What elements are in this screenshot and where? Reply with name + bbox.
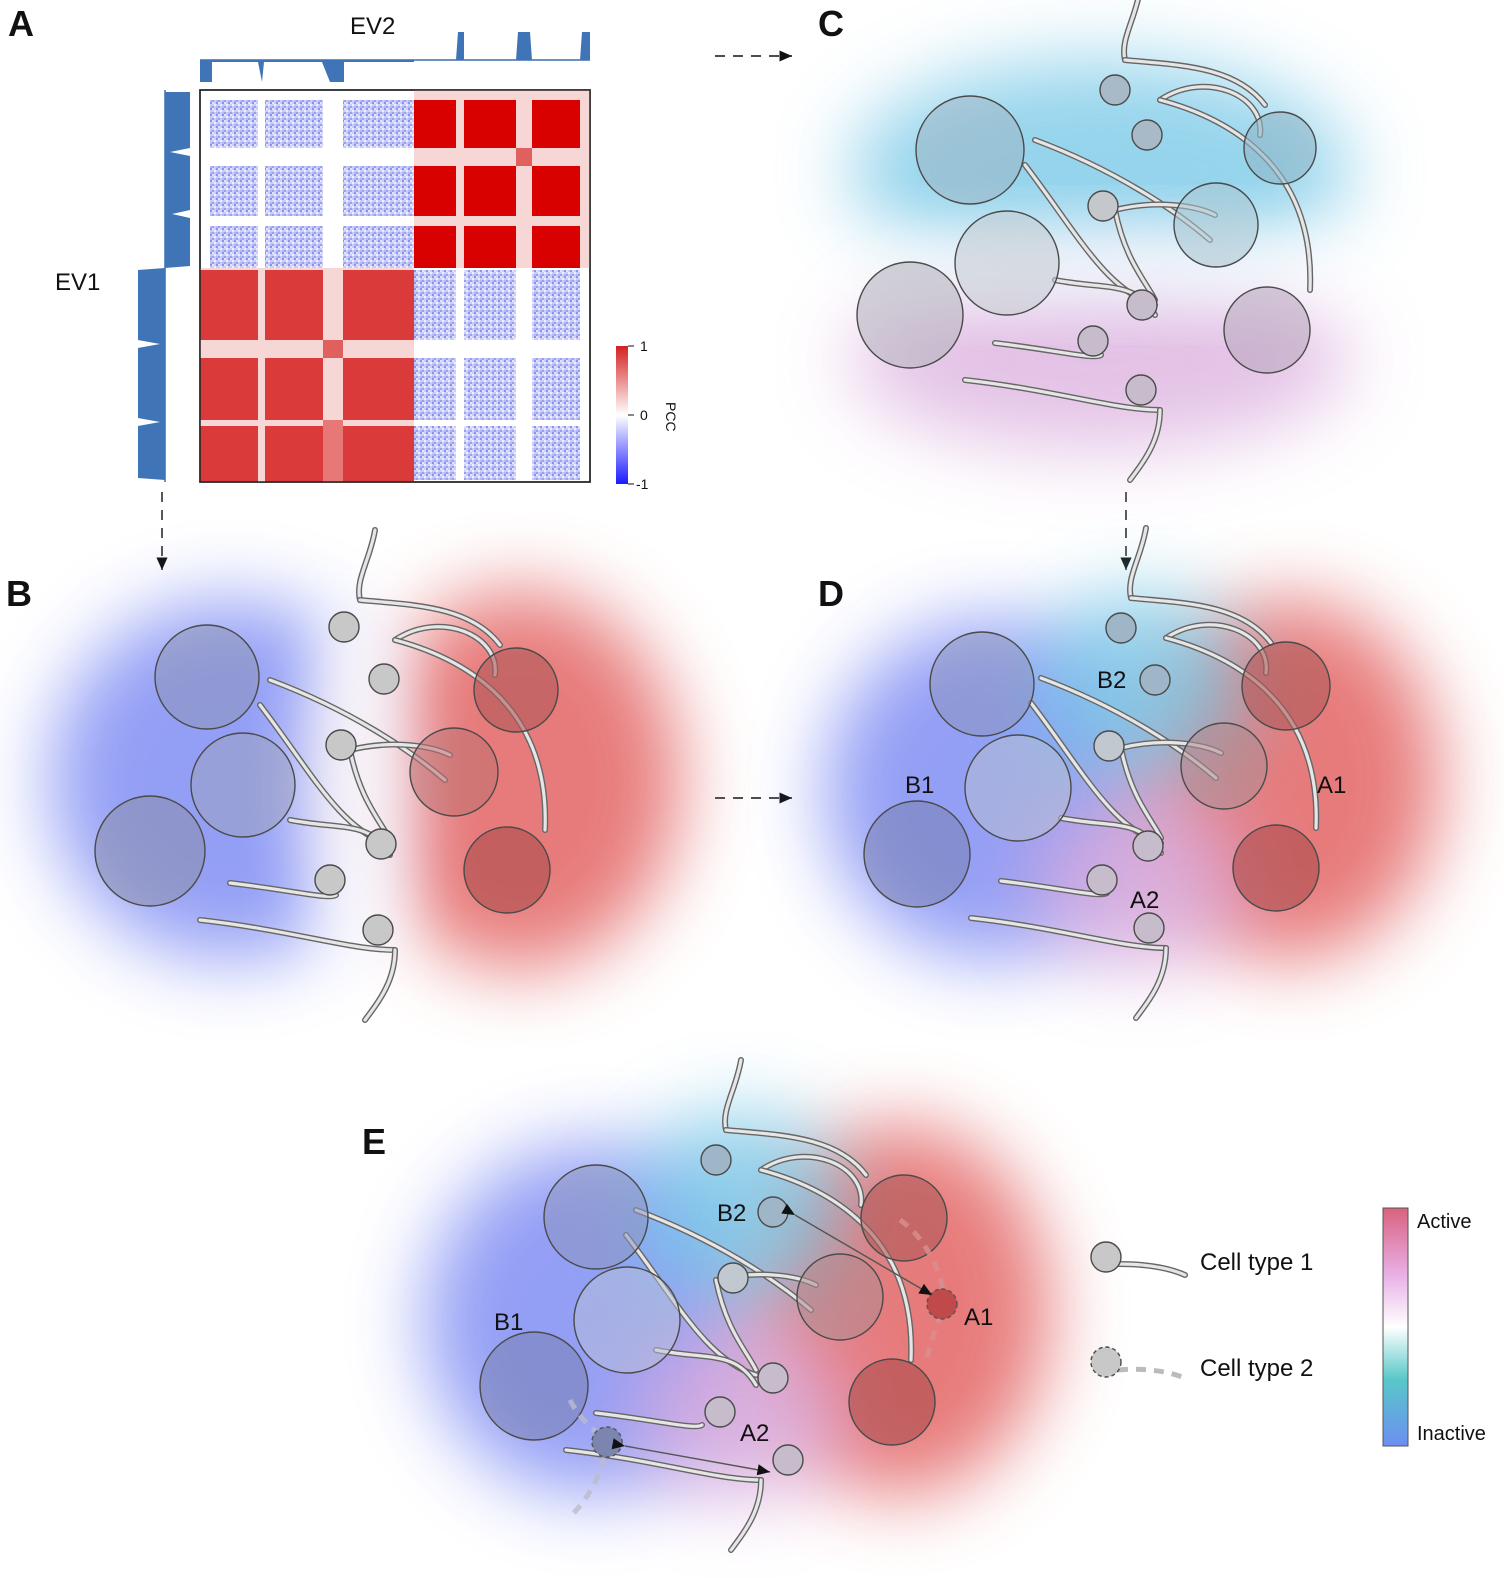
colorbar-tick-min: -1: [636, 476, 649, 492]
panel-label-e: E: [362, 1121, 386, 1162]
chromatin-b: [94, 530, 559, 1020]
small-cell: [1139, 664, 1171, 696]
panel-label-a: A: [8, 3, 34, 44]
domain-cell: [848, 1358, 936, 1446]
legend-cell-type-1: Cell type 1: [1090, 1241, 1313, 1278]
domain-cell: [463, 826, 551, 914]
small-cell: [1093, 730, 1125, 762]
ev1-track: [138, 90, 190, 482]
legend-cell-type-2: Cell type 2: [1090, 1346, 1313, 1382]
small-cell: [700, 1144, 732, 1176]
small-cell: [362, 914, 394, 946]
panel-label-c: C: [818, 3, 844, 44]
domain-cell: [860, 1174, 948, 1262]
panel-label-d: D: [818, 573, 844, 614]
small-cell: [1126, 289, 1158, 321]
domain-cell: [543, 1164, 649, 1270]
domain-cell: [1223, 286, 1311, 374]
label-a1-e: A1: [964, 1304, 993, 1331]
ev1-label: EV1: [55, 269, 100, 296]
panel-b: B: [6, 530, 680, 1020]
domain-cell: [409, 727, 499, 817]
small-cell: [757, 1362, 789, 1394]
small-cell: [1125, 374, 1157, 406]
pcc-colorbar: 1 0 -1 PCC: [616, 338, 679, 492]
panel-a: A EV2 EV1: [8, 3, 679, 492]
cell-type-2-a1: [926, 1288, 958, 1320]
small-cell: [1131, 119, 1163, 151]
ev2-label: EV2: [350, 13, 395, 40]
small-cell: [1105, 612, 1137, 644]
small-cell: [325, 729, 357, 761]
domain-cell: [154, 624, 260, 730]
small-cell: [1087, 190, 1119, 222]
colorbar-title: PCC: [663, 402, 679, 432]
pcc-heatmap: [199, 89, 591, 483]
label-b1-e: B1: [494, 1309, 523, 1336]
small-cell: [1133, 912, 1165, 944]
colorbar-inactive-label: Inactive: [1417, 1423, 1486, 1445]
panel-d: D B1 B2 A1 A2: [818, 528, 1440, 1018]
domain-cell: [190, 732, 296, 838]
legend: Cell type 1 Cell type 2: [1090, 1241, 1313, 1382]
small-cell: [365, 828, 397, 860]
label-b2-e: B2: [717, 1200, 746, 1227]
small-cell: [1086, 864, 1118, 896]
colorbar-tick-zero: 0: [640, 407, 648, 423]
small-cell: [1077, 325, 1109, 357]
domain-cell: [1241, 641, 1331, 731]
domain-cell: [473, 647, 559, 733]
domain-cell: [863, 800, 971, 908]
domain-cell: [915, 95, 1025, 205]
label-b1-d: B1: [905, 772, 934, 799]
small-cell: [314, 864, 346, 896]
chromatin-c: [856, 0, 1317, 480]
label-a2-d: A2: [1130, 887, 1159, 914]
label-a1-d: A1: [1317, 772, 1346, 799]
small-cell: [328, 611, 360, 643]
domain-cell: [929, 631, 1035, 737]
domain-cell: [1232, 824, 1320, 912]
cell-type-2-overlay: [567, 1203, 958, 1517]
cell-type-2-b1: [591, 1426, 623, 1458]
small-cell: [772, 1444, 804, 1476]
ev2-track: [200, 32, 590, 82]
flow-arrows: [156, 50, 1132, 804]
label-a2-e: A2: [740, 1420, 769, 1447]
panel-e: E: [362, 1060, 1050, 1550]
small-cell: [1099, 74, 1131, 106]
domain-cell: [1243, 111, 1317, 185]
cell-type-1-icon: [1090, 1241, 1122, 1273]
domain-cell: [856, 261, 964, 369]
panel-label-b: B: [6, 573, 32, 614]
domain-cell: [796, 1253, 884, 1341]
chromatin-d: [863, 528, 1331, 1018]
legend-cell-type-2-label: Cell type 2: [1200, 1355, 1313, 1382]
small-cell: [717, 1262, 749, 1294]
colorbar-active-label: Active: [1417, 1211, 1471, 1233]
domain-cell: [573, 1266, 681, 1374]
small-cell: [1132, 830, 1164, 862]
domain-cell: [479, 1331, 589, 1441]
small-cell: [757, 1196, 789, 1228]
domain-cell: [964, 734, 1072, 842]
domain-cell: [954, 210, 1060, 316]
colorbar-tick-max: 1: [640, 338, 648, 354]
small-cell: [368, 663, 400, 695]
domain-cell: [94, 795, 206, 907]
domain-cell: [1173, 182, 1259, 268]
label-b2-d: B2: [1097, 667, 1126, 694]
legend-cell-type-1-label: Cell type 1: [1200, 1249, 1313, 1276]
small-cell: [704, 1396, 736, 1428]
panel-c: C: [818, 0, 1370, 480]
cell-type-2-icon: [1090, 1346, 1122, 1378]
domain-cell: [1180, 722, 1268, 810]
activity-colorbar: Active Inactive: [1382, 1207, 1486, 1447]
